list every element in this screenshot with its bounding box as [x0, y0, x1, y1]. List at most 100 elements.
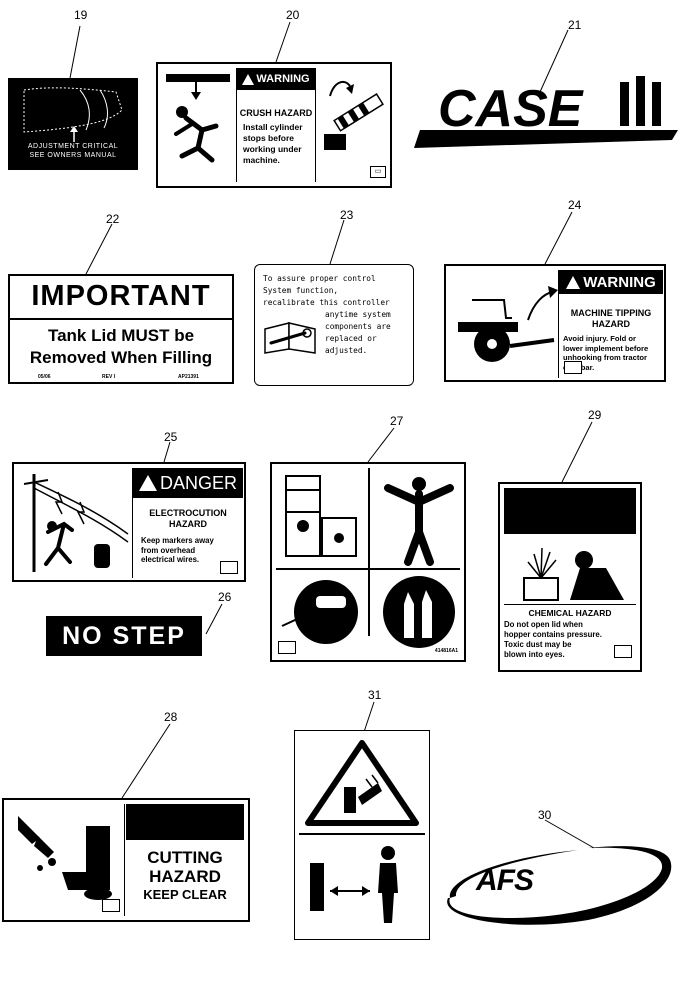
- chemical-msg-3: Toxic dust may be: [504, 640, 572, 649]
- decal-28-cutting-hazard: CUTTING HAZARD KEEP CLEAR: [2, 798, 250, 922]
- decal-30-afs-logo: AFS: [438, 840, 676, 930]
- crush-msg-3: working under: [243, 144, 302, 154]
- decal-23-calibration: To assure proper control System function…: [254, 264, 414, 386]
- tipping-tractor-icon: [458, 286, 558, 362]
- manual-wrench-icon: [264, 322, 316, 354]
- falling-person-icon: [166, 74, 230, 163]
- blank-signal-header: [504, 488, 636, 534]
- electrocution-hazard-2: HAZARD: [169, 519, 207, 529]
- calibration-line-5: components are: [325, 322, 391, 331]
- chemical-spray-icon: [523, 547, 624, 601]
- cutting-line-3: KEEP CLEAR: [143, 887, 227, 902]
- cutting-hand-icon: [18, 816, 112, 900]
- footer-part-number: AP21391: [178, 374, 199, 380]
- decal-26-no-step: NO STEP: [46, 616, 202, 656]
- ih-bars-icon: [620, 76, 661, 126]
- callout-29: 29: [588, 408, 602, 422]
- crush-msg-4: machine.: [243, 155, 280, 165]
- crush-msg-2: stops before: [243, 133, 295, 143]
- calibration-line-3: recalibrate this controller: [263, 298, 390, 307]
- warning-triangle-icon: [242, 73, 255, 85]
- keep-distance-icon: [310, 846, 398, 923]
- manual-book-icon: [564, 361, 582, 374]
- tipping-hazard-2: HAZARD: [592, 319, 630, 329]
- chemical-msg-2: hopper contains pressure.: [504, 630, 602, 639]
- callout-24: 24: [568, 198, 582, 212]
- electrocution-msg-2: from overhead: [141, 545, 196, 555]
- cylinder-stop-icon: [324, 80, 384, 150]
- footer-date: 05/06: [38, 374, 51, 380]
- decal-24-machine-tipping: WARNING MACHINE TIPPING HAZARD Avoid inj…: [444, 264, 666, 382]
- callout-31: 31: [368, 688, 382, 702]
- cutting-line-1: CUTTING: [147, 848, 223, 867]
- case-brand-text: CASE: [438, 80, 584, 138]
- adjustment-label-2: SEE OWNERS MANUAL: [29, 152, 117, 159]
- chemical-msg-1: Do not open lid when: [504, 620, 583, 629]
- adjustment-graphic-icon: [23, 87, 123, 142]
- calibration-line-6: replaced or: [325, 334, 377, 343]
- tipping-msg-2: lower implement before: [563, 343, 649, 353]
- danger-triangle-icon: [138, 475, 157, 491]
- manual-book-icon: [102, 899, 120, 912]
- callout-21: 21: [568, 18, 582, 32]
- tipping-msg-3: unhooking from tractor: [563, 353, 647, 362]
- crush-text-panel: WARNING CRUSH HAZARD Install cylinder st…: [236, 68, 316, 182]
- decal-25-electrocution: DANGER ELECTROCUTION HAZARD Keep markers…: [12, 462, 246, 582]
- calibration-line-4: anytime system: [325, 310, 391, 319]
- decal-19-adjustment-critical: ADJUSTMENT CRITICAL SEE OWNERS MANUAL: [8, 78, 138, 170]
- warning-signal-word: WARNING: [583, 273, 656, 291]
- manual-book-icon: [278, 641, 296, 654]
- chemical-hazard-title: CHEMICAL HAZARD: [528, 608, 612, 618]
- protective-clothing-icon: [384, 477, 454, 566]
- callout-25: 25: [164, 430, 178, 444]
- crush-pictogram: [162, 68, 234, 182]
- callout-26: 26: [218, 590, 232, 604]
- danger-header: DANGER: [133, 468, 243, 498]
- chemical-msg-4: blown into eyes.: [504, 650, 565, 659]
- adjustment-label-1: ADJUSTMENT CRITICAL: [27, 143, 119, 150]
- decal-27-ppe: 414816A1: [270, 462, 466, 662]
- toxic-drums-icon: [285, 475, 357, 557]
- calibration-line-2: System function,: [263, 286, 339, 295]
- callout-19: 19: [74, 8, 88, 22]
- decal-21-case-ih-logo: CASE: [410, 72, 680, 152]
- manual-book-icon: ▭: [370, 166, 386, 178]
- warning-header: WARNING: [559, 270, 663, 294]
- decal-31-stay-clear: [294, 730, 430, 940]
- decal-20-crush-hazard: WARNING CRUSH HAZARD Install cylinder st…: [156, 62, 392, 188]
- warning-triangle-icon: [566, 275, 581, 289]
- electrocution-msg-3: electrical wires.: [141, 555, 200, 564]
- electrocution-hazard-1: ELECTROCUTION: [149, 508, 227, 518]
- tank-lid-line-1: Tank Lid MUST be: [47, 326, 195, 345]
- blank-signal-header: [126, 804, 244, 840]
- callout-23: 23: [340, 208, 354, 222]
- calibration-line-1: To assure proper control: [263, 274, 376, 283]
- cutting-line-2: HAZARD: [149, 867, 221, 886]
- tipping-hazard-1: MACHINE TIPPING: [570, 308, 652, 318]
- callout-20: 20: [286, 8, 300, 22]
- tank-lid-line-2: Removed When Filling: [29, 348, 213, 367]
- crush-triangle-icon: [305, 740, 419, 826]
- crush-msg-1: Install cylinder: [243, 122, 303, 132]
- afs-text: AFS: [475, 864, 534, 897]
- callout-28: 28: [164, 710, 178, 724]
- important-heading: IMPORTANT: [31, 280, 211, 312]
- cylinder-stop-pictogram: ▭: [316, 68, 388, 182]
- manual-book-icon: [220, 561, 238, 574]
- warning-header: WARNING: [237, 68, 315, 90]
- electrocution-msg-1: Keep markers away: [141, 536, 214, 545]
- manual-book-icon: [614, 645, 632, 658]
- afs-logo-icon: AFS: [447, 846, 672, 925]
- electrocution-text-panel: DANGER ELECTROCUTION HAZARD Keep markers…: [132, 468, 243, 578]
- danger-signal-word: DANGER: [159, 472, 237, 493]
- tipping-msg-1: Avoid injury. Fold or: [563, 334, 636, 343]
- decal-29-chemical-hazard: CHEMICAL HAZARD Do not open lid when hop…: [498, 482, 642, 672]
- electrocution-pictogram-icon: [23, 474, 129, 572]
- gloves-icon: [383, 576, 455, 648]
- ppe-part-number: 414816A1: [434, 648, 458, 654]
- callout-30: 30: [538, 808, 552, 822]
- callout-22: 22: [106, 212, 120, 226]
- decal-22-important-tank-lid: IMPORTANT Tank Lid MUST be Removed When …: [8, 274, 234, 384]
- callout-27: 27: [390, 414, 404, 428]
- warning-signal-word: WARNING: [256, 73, 310, 85]
